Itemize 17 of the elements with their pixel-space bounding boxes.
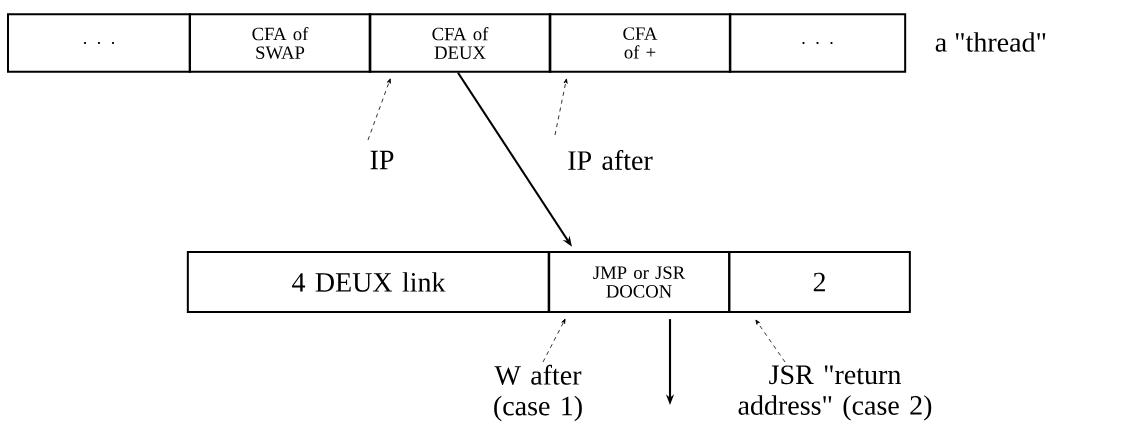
pointer-label: W after (case 1) <box>494 364 582 422</box>
memory-cell: JMP or JSR DOCON <box>547 250 731 314</box>
leader-line <box>755 319 786 363</box>
leader-line <box>554 78 568 136</box>
pointer-label: IP after <box>568 150 653 170</box>
memory-cell: CFA of + <box>548 13 732 73</box>
memory-cell: . . . <box>7 13 191 73</box>
memory-cell: . . . <box>728 13 907 73</box>
memory-cell: 4 DEUX link <box>186 250 551 314</box>
memory-cell: CFA of DEUX <box>368 13 552 73</box>
caption-text: a "thread" <box>935 32 1046 52</box>
pointer-label: JSR "return address" (case 2) <box>738 365 932 421</box>
leader-line <box>367 78 391 141</box>
pointer-label: IP <box>370 150 394 170</box>
memory-cell: CFA of SWAP <box>188 13 372 73</box>
memory-cell: 2 <box>728 250 911 314</box>
leader-line <box>542 318 566 363</box>
